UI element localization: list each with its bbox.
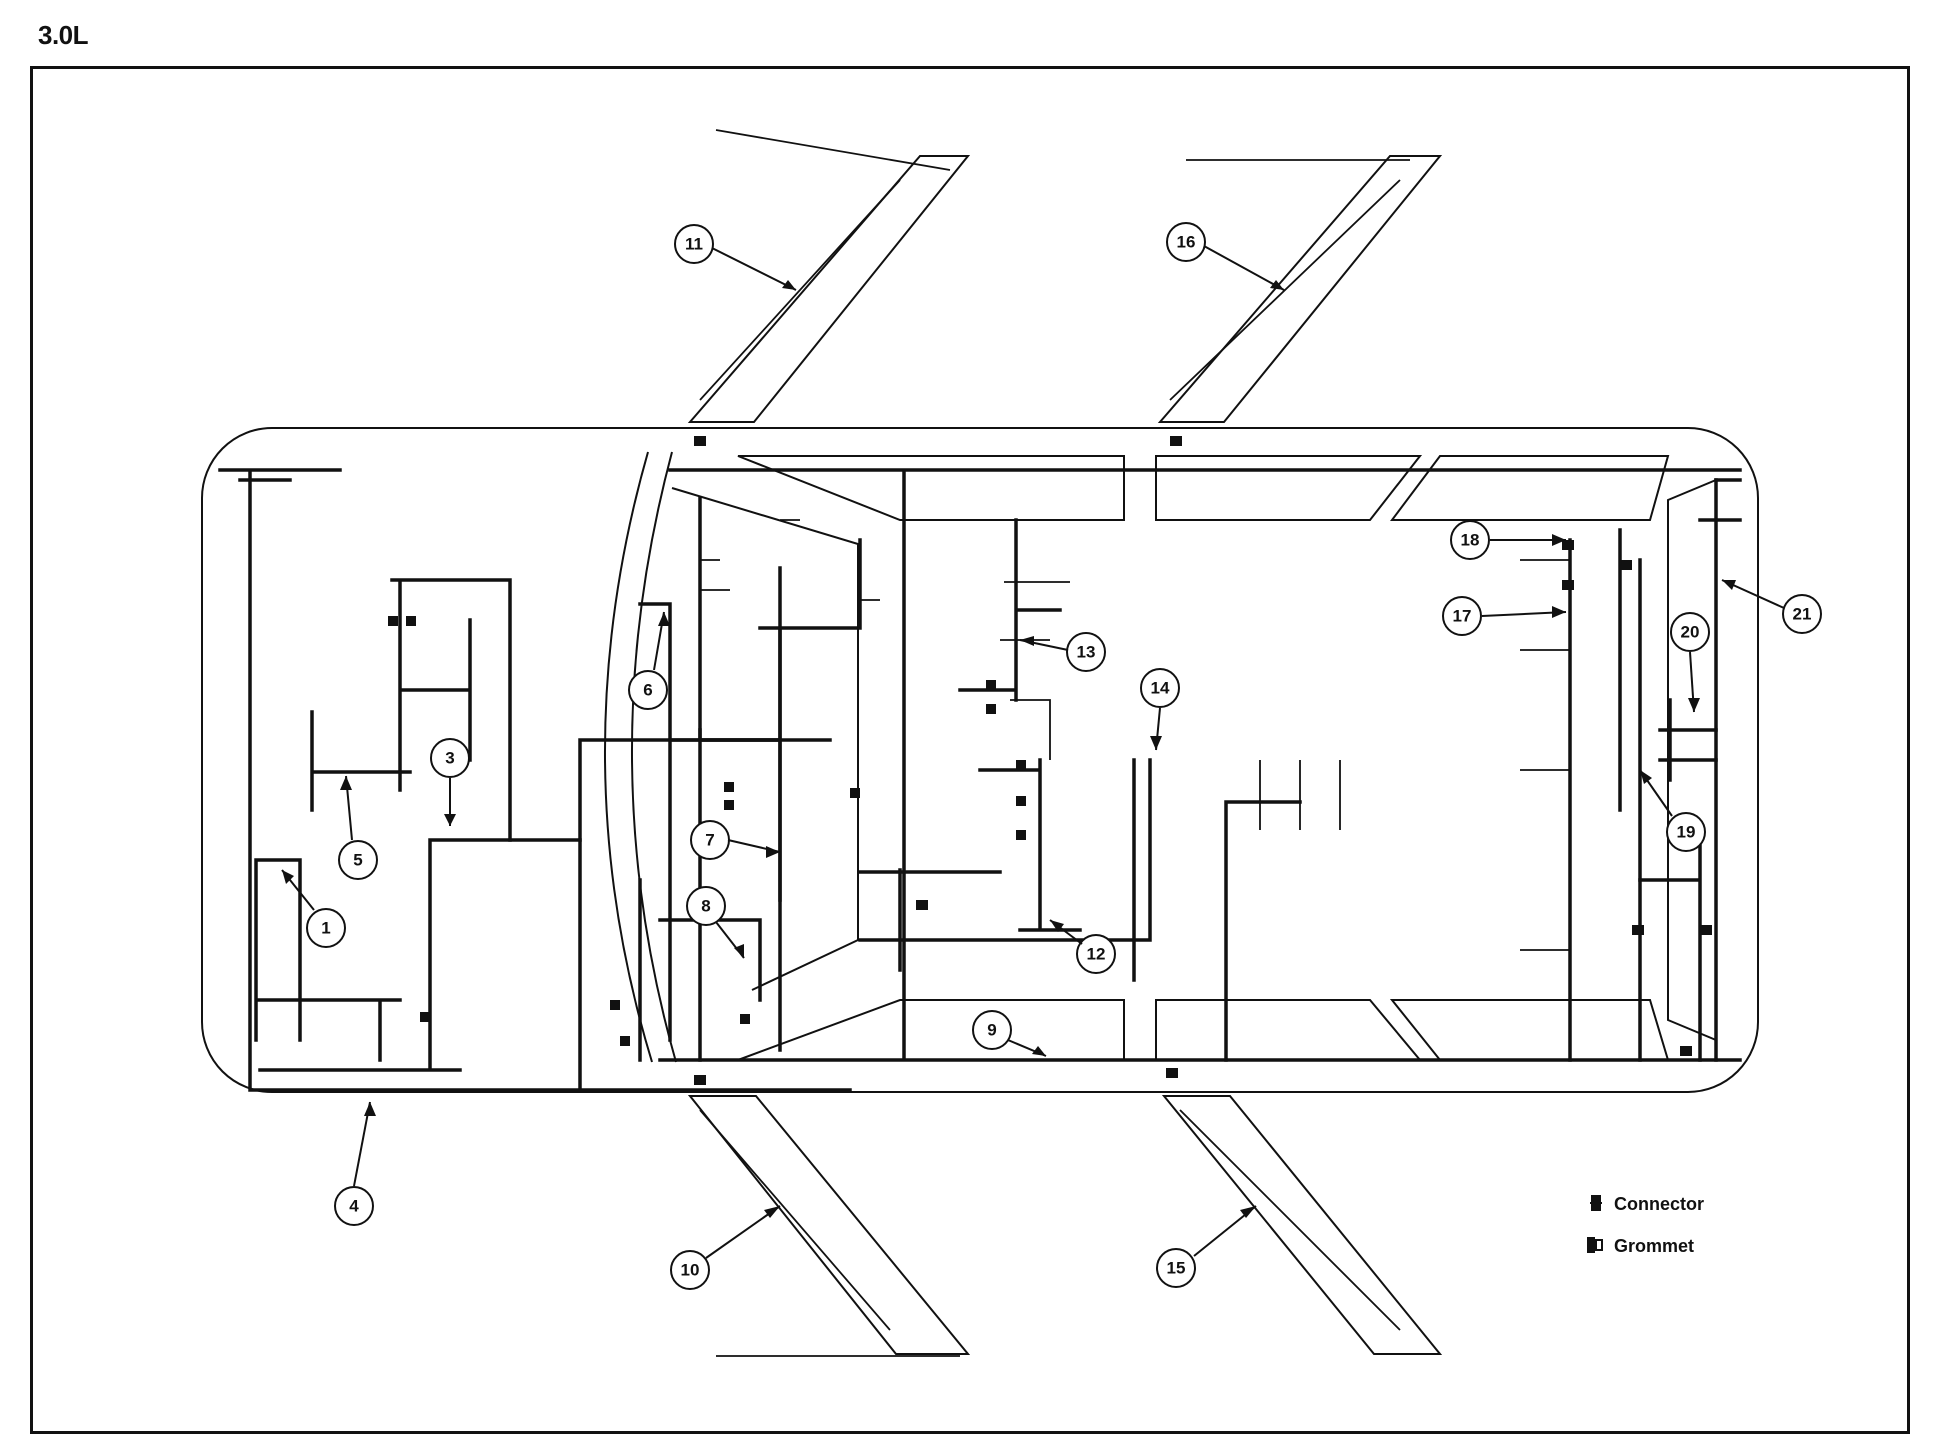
callout-9 [972, 1010, 1012, 1050]
callout-label-11: 11 [685, 235, 703, 254]
grommet-icon [1587, 1237, 1603, 1253]
callout-17 [1442, 596, 1482, 636]
callout-18 [1450, 520, 1490, 560]
callout-label-21: 21 [1793, 605, 1812, 624]
callout-label-5: 5 [353, 851, 362, 870]
callout-label-13: 13 [1077, 643, 1096, 662]
callout-label-15: 15 [1167, 1259, 1186, 1278]
callout-label-3: 3 [445, 749, 454, 768]
diagram-frame [30, 66, 1910, 1434]
callout-label-14: 14 [1151, 679, 1170, 698]
callout-20 [1670, 612, 1710, 652]
callout-label-4: 4 [349, 1197, 359, 1216]
callout-14 [1140, 668, 1180, 708]
rear-left-door [1157, 155, 1443, 423]
windshield [604, 451, 653, 1063]
callout-16 [1166, 222, 1206, 262]
callout-8 [686, 886, 726, 926]
callout-label-17: 17 [1453, 607, 1472, 626]
callout-label-19: 19 [1677, 823, 1696, 842]
callout-label-9: 9 [987, 1021, 996, 1040]
rear-right-door [1161, 1095, 1443, 1355]
callout-label-1: 1 [321, 919, 330, 938]
legend: Connector Grommet [1587, 1194, 1704, 1256]
callout-3 [430, 738, 470, 778]
callout-15 [1156, 1248, 1196, 1288]
callout-label-7: 7 [705, 831, 714, 850]
callout-6 [628, 670, 668, 710]
callout-21 [1782, 594, 1822, 634]
legend-connector-label: Connector [1614, 1194, 1704, 1214]
callout-5 [338, 840, 378, 880]
legend-grommet-label: Grommet [1614, 1236, 1694, 1256]
connector-icon [1590, 1195, 1602, 1211]
vehicle-body [201, 427, 1759, 1093]
callout-4 [334, 1186, 374, 1226]
callout-label-10: 10 [681, 1261, 700, 1280]
diagram-title: 3.0L [38, 20, 89, 50]
front-left-door [687, 155, 971, 423]
callout-label-20: 20 [1681, 623, 1700, 642]
callout-label-6: 6 [643, 681, 652, 700]
callout-12 [1076, 934, 1116, 974]
callout-1 [306, 908, 346, 948]
callout-10 [670, 1250, 710, 1290]
callout-label-12: 12 [1087, 945, 1106, 964]
callout-label-18: 18 [1461, 531, 1480, 550]
callout-13 [1066, 632, 1106, 672]
callout-label-16: 16 [1177, 233, 1196, 252]
callout-19 [1666, 812, 1706, 852]
callout-label-8: 8 [701, 897, 710, 916]
callout-11 [674, 224, 714, 264]
front-right-door [687, 1095, 971, 1355]
